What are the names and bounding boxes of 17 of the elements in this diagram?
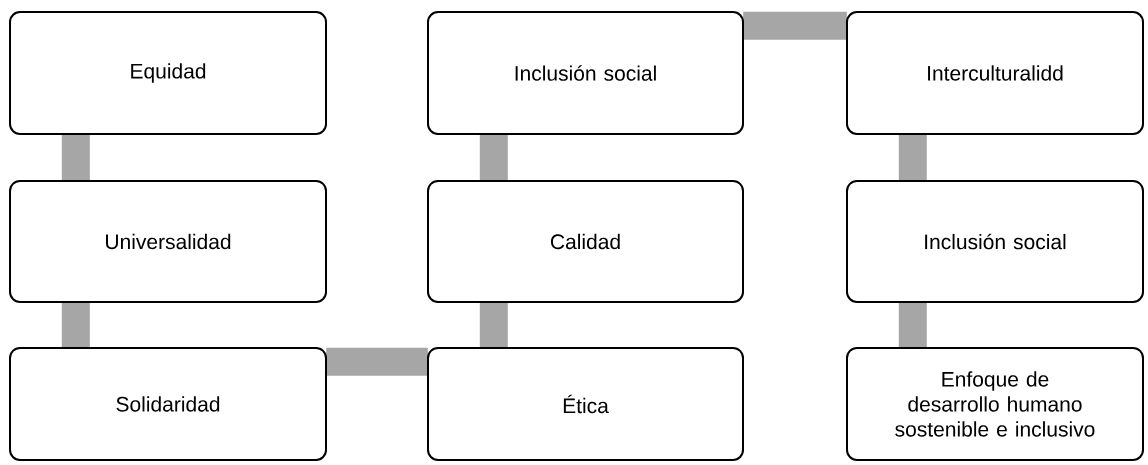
connector-bar [61,302,90,348]
connector-bar [743,11,847,40]
text-box: Inclusión social [846,180,1144,303]
text-box: Interculturalidd [846,11,1144,135]
connector-bar [479,134,508,181]
connector-bar [326,347,428,376]
text-box: Calidad [427,180,744,303]
text-box: Solidaridad [9,347,327,461]
text-box: Universalidad [9,180,327,303]
connector-bar [61,134,90,181]
connector-bar [898,302,927,348]
connector-bar [479,302,508,348]
text-box: Ética [427,347,744,461]
text-box: Equidad [9,11,327,135]
connector-bar [898,134,927,181]
text-box: Enfoque de desarrollo humano sostenible e inclusivo [846,347,1144,461]
text-box: Inclusión social [427,11,744,135]
